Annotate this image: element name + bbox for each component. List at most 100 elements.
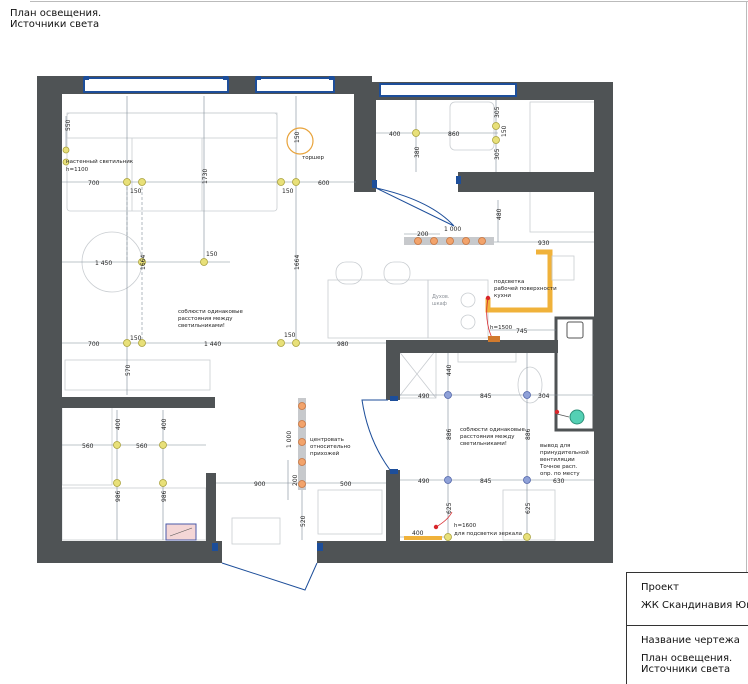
dim-700b: 700 — [88, 341, 100, 348]
leader-lines — [435, 297, 493, 528]
dim-986a: 986 — [115, 490, 122, 502]
note-equal-bath-3: светильниками! — [460, 441, 507, 447]
dim-1730: 1730 — [202, 169, 209, 184]
bar-stool — [335, 261, 363, 285]
wall-hall-top — [37, 397, 215, 408]
armchair — [449, 101, 495, 151]
wall-left — [37, 76, 62, 563]
note-equal-bath-2: расстояния между — [460, 434, 515, 440]
notes-layer: настенный светильник h=1100 торшер соблю… — [66, 155, 589, 537]
kitchen-outlet[interactable] — [488, 336, 500, 342]
dim-570: 570 — [125, 364, 132, 376]
window-jambs — [84, 76, 461, 551]
dim-440: 440 — [446, 364, 453, 376]
door-kitchen[interactable] — [375, 187, 455, 227]
dim-200b: 200 — [292, 474, 299, 486]
dim-490a: 490 — [418, 393, 430, 400]
drawing-title: План освещения. Источники света — [10, 8, 101, 30]
frame-right-line — [746, 1, 747, 573]
wall-lamps[interactable] — [62, 146, 70, 166]
wall-bath-left-lower — [386, 470, 400, 563]
note-vent-2: принудительной — [540, 449, 589, 456]
toilet — [517, 366, 543, 404]
vent-outlet[interactable] — [569, 409, 585, 425]
dim-550: 550 — [65, 119, 72, 131]
title-block-divider — [627, 625, 748, 626]
appliance-labels: Духов. шкаф — [432, 294, 450, 307]
worktop-led-strip[interactable] — [485, 249, 553, 313]
dim-1450: 1 450 — [95, 260, 112, 267]
bar-stool — [383, 261, 411, 285]
dim-900: 900 — [254, 481, 266, 488]
note-h1600: h=1600 — [454, 523, 477, 529]
note-mirror: для подсветки зеркала — [454, 531, 522, 537]
dim-150b: 150 — [282, 188, 294, 195]
note-kitchen-3: кухни — [494, 293, 511, 299]
window-living-right — [255, 77, 335, 93]
project-label: Проект — [641, 582, 680, 593]
door-bathroom[interactable] — [361, 399, 391, 471]
note-vent-4: Точное расп. — [539, 464, 578, 470]
dim-886b: 886 — [525, 428, 532, 440]
dim-150d: 150 — [130, 335, 142, 342]
dim-625a: 625 — [446, 502, 453, 514]
note-hall-1: центровать — [310, 437, 344, 443]
dim-400c: 400 — [115, 418, 122, 430]
wall-bottom-right — [317, 541, 613, 563]
note-equal-living-1: соблюсти одинаковые — [178, 309, 243, 315]
wall-bath-left-upper — [386, 340, 400, 400]
drawing-name-1: План освещения. — [641, 653, 733, 664]
dim-560b: 560 — [136, 443, 148, 450]
dim-150f: 150 — [501, 125, 508, 137]
dim-980: 980 — [337, 341, 349, 348]
window-living — [83, 77, 229, 93]
ceiling-lamps[interactable] — [113, 122, 531, 541]
frame-top-line — [30, 1, 748, 2]
dim-150e: 150 — [284, 332, 296, 339]
doors — [221, 187, 455, 591]
drawing-name-2: Источники света — [641, 664, 731, 675]
note-hall-3: прихожей — [310, 450, 340, 457]
dim-380: 380 — [414, 146, 421, 158]
kitchen-spots[interactable] — [414, 237, 486, 245]
note-equal-living-2: расстояния между — [178, 316, 233, 322]
hallway-spots[interactable] — [298, 402, 306, 488]
dim-400b: 400 — [412, 530, 424, 537]
drawing-name-label: Название чертежа — [641, 635, 740, 646]
note-h1500: h=1500 — [490, 325, 513, 331]
wall-kitchen-vertical — [354, 82, 376, 192]
wall-kitchen-bottom — [458, 172, 613, 192]
dim-200a: 200 — [417, 231, 429, 238]
wall-hall-left — [206, 473, 216, 563]
wall-bottom-left — [37, 541, 222, 563]
note-vent-1: вывод для — [540, 443, 570, 449]
dim-305a: 305 — [494, 106, 501, 118]
dim-886a: 886 — [446, 428, 453, 440]
dim-1664b: 1664 — [294, 255, 301, 270]
bathroom-lamps[interactable] — [444, 391, 531, 484]
washer — [317, 489, 383, 535]
dim-745: 745 — [516, 328, 528, 335]
bench — [231, 517, 281, 545]
dim-150c: 150 — [206, 251, 218, 258]
dim-986b: 986 — [161, 490, 168, 502]
mirror-led-strip[interactable] — [404, 536, 442, 540]
vent-shaft — [554, 316, 596, 432]
note-torchere: торшер — [302, 155, 324, 161]
wall-bath-top — [386, 340, 558, 353]
note-kitchen-1: подсветка — [494, 279, 524, 285]
dim-845a: 845 — [480, 393, 492, 400]
door-entrance[interactable] — [221, 562, 318, 591]
dim-500: 500 — [340, 481, 352, 488]
dim-560a: 560 — [82, 443, 94, 450]
dim-480: 480 — [496, 208, 503, 220]
dim-900: 150 — [294, 131, 301, 143]
kitchen-island — [327, 279, 429, 339]
dim-400a: 400 — [389, 131, 401, 138]
floor-lamp[interactable] — [286, 127, 314, 155]
dim-520: 520 — [300, 515, 307, 527]
dim-1000a: 1 000 — [444, 226, 461, 233]
dimension-labels: 550 700 150 1730 150 600 150 1 450 150 1… — [65, 106, 565, 537]
drawing-title-line2: Источники света — [10, 19, 100, 30]
dim-305b: 305 — [494, 148, 501, 160]
